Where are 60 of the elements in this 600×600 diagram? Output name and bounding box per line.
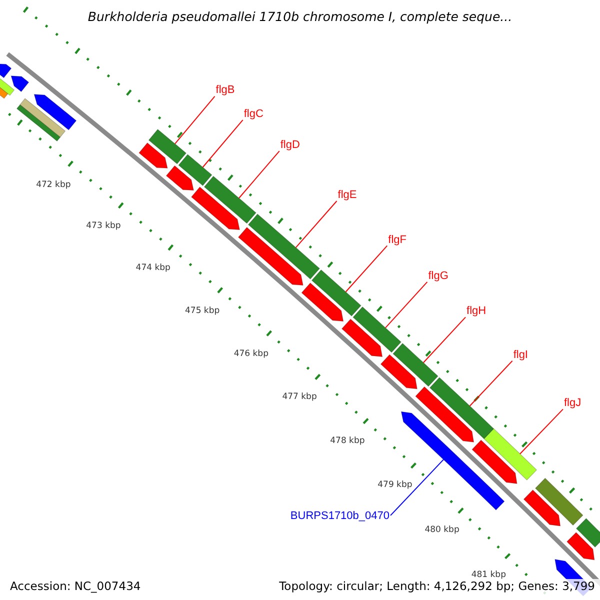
gene-label: flgB [216,85,235,96]
leader-line [202,119,244,168]
leader-line [469,360,513,406]
ruler-label: 479 kbp [378,481,412,490]
leader-line [345,245,388,292]
ruler-label: 476 kbp [234,349,268,358]
gene-label: flgJ [564,398,582,410]
map-title: Burkholderia pseudomallei 1710b chromosome I, complete seque... [88,11,512,24]
gene-label: flgI [513,350,528,361]
gene-bar [534,478,584,526]
gene-block [0,63,12,78]
ruler-label: 480 kbp [424,526,460,534]
gene-bar [178,154,212,186]
leader-line [295,200,338,248]
gene-label: flgF [388,234,406,246]
gene-bar [576,518,600,548]
leader-line [174,96,216,144]
leader-line [520,408,564,454]
ruler-label: 481 kbp [471,571,506,580]
gene-bar [204,176,256,224]
leader-line [390,459,444,516]
ruler-label: 472 kbp [36,180,71,189]
gene-block [415,386,474,442]
accession-text: Accession: NC_007434 [10,581,141,592]
gene-block [523,490,561,526]
ruler-label: 477 kbp [282,392,317,402]
gene-bar [429,377,494,440]
gene-bar [248,214,320,280]
gene-block [10,76,30,92]
gene-block [380,354,418,390]
leader-line [384,281,428,328]
gene-label: BURPS1710b_0470 [290,511,390,522]
topology-text: Topology: circular; Length: 4,126,292 bp; Genes: 3,799 [279,581,595,592]
gene-block [301,282,344,322]
ruler-label: 474 kbp [136,264,170,272]
gene-bar [20,98,66,138]
gene-block [138,142,168,168]
gene-block [190,186,240,230]
gene-bar [392,342,438,387]
gene-bar [16,104,61,142]
gene-bar [148,129,187,164]
leader-line [422,316,466,364]
ruler-label: 473 kbp [86,222,121,230]
gene-label: flgG [428,270,448,282]
gene-block [566,532,595,560]
gene-block [34,94,77,130]
gene-block [166,165,194,191]
ruler-label: 475 kbp [185,306,220,315]
gene-label: flgE [338,190,357,201]
gene-block [341,318,383,358]
gene-bar [352,306,402,353]
gene-label: flgD [280,140,300,152]
gene-bar [484,428,538,480]
gene-bar [311,269,362,316]
gene-label: flgC [244,108,264,120]
gene-block [472,440,518,484]
leader-line [238,150,280,199]
ruler-label: 478 kbp [330,436,365,446]
gene-label: flgH [466,306,486,318]
gene-block [238,226,304,286]
